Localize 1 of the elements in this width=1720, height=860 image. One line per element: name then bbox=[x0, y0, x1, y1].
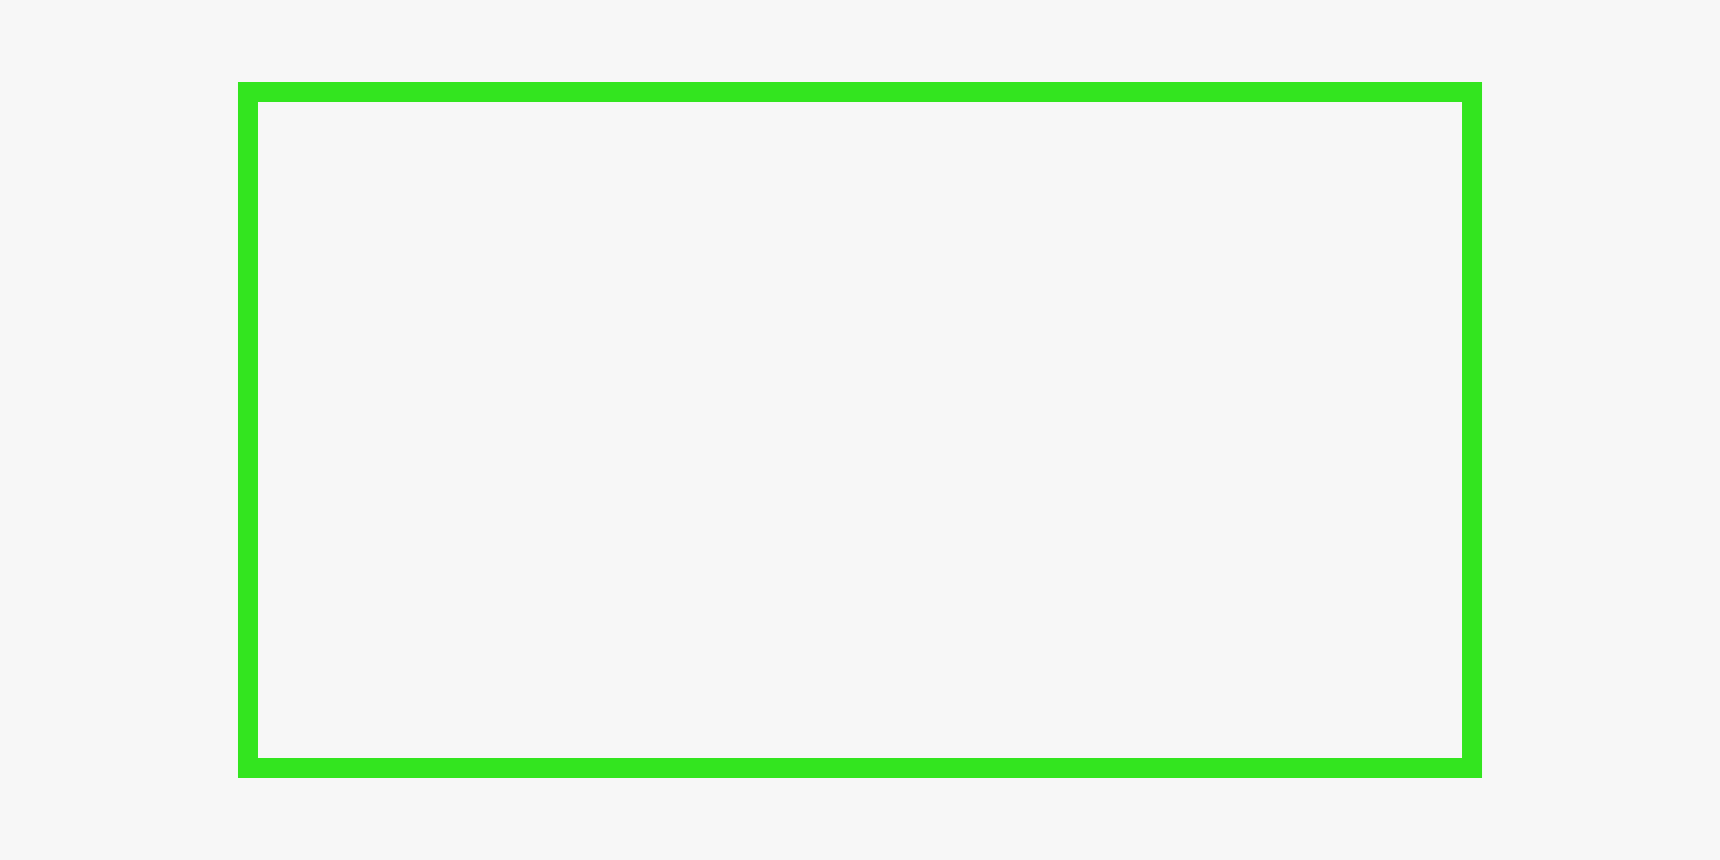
empty-box bbox=[238, 81, 1483, 778]
